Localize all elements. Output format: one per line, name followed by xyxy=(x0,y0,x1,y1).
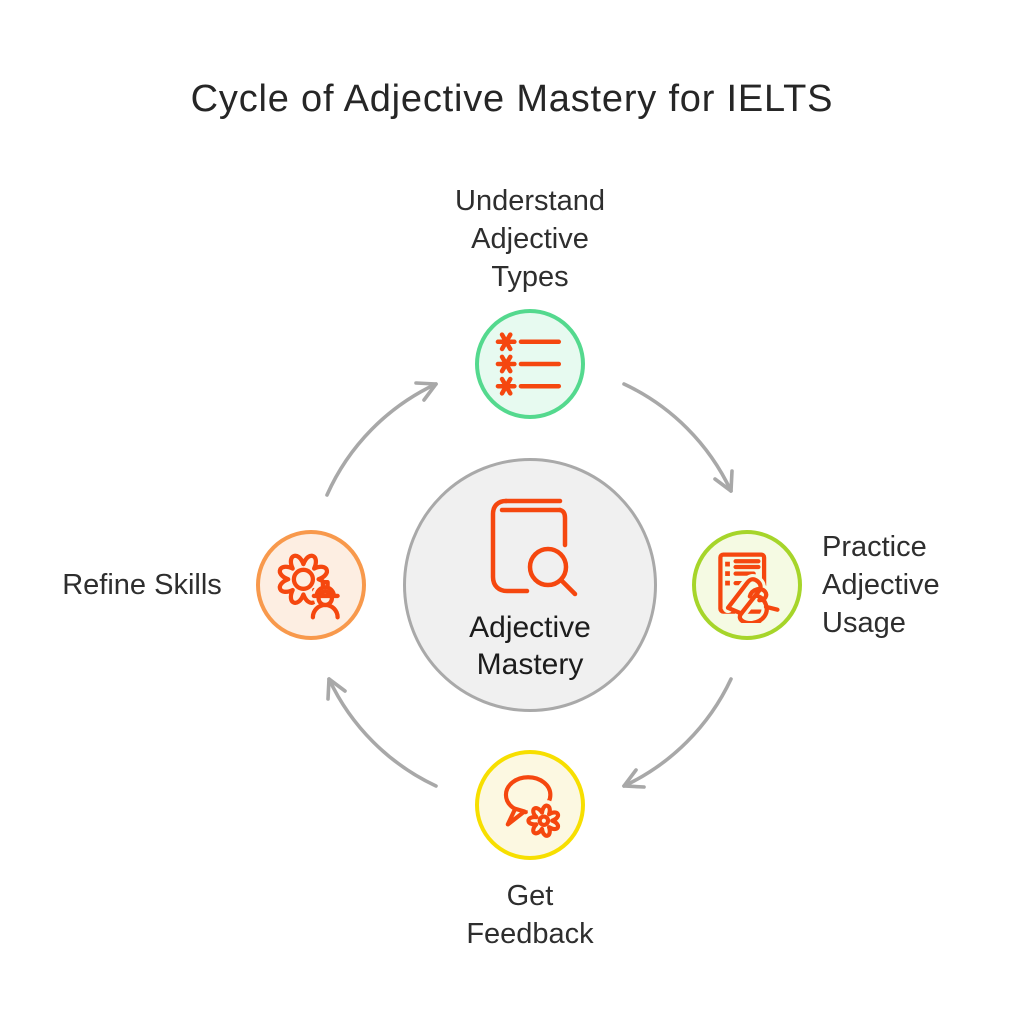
speech-bubble-gear-icon xyxy=(503,775,564,842)
node-get-feedback xyxy=(475,750,585,860)
asterisk-list-icon xyxy=(495,332,562,396)
arrow-understand-to-practice xyxy=(622,382,734,493)
node-understand-adjective-types xyxy=(475,309,585,419)
label-practice-adjective-usage: Practice Adjective Usage xyxy=(822,531,940,639)
document-writing-icon xyxy=(718,552,780,623)
page-title: Cycle of Adjective Mastery for IELTS xyxy=(190,78,834,120)
arrow-practice-to-feedback xyxy=(622,677,733,789)
arrow-feedback-to-refine xyxy=(326,677,438,788)
node-practice-adjective-usage xyxy=(692,530,802,640)
label-understand-adjective-types: Understand Adjective Types xyxy=(455,185,605,293)
center-node-label: Adjective Mastery xyxy=(469,611,591,681)
gear-worker-icon xyxy=(277,553,343,623)
label-get-feedback: Get Feedback xyxy=(466,880,594,950)
center-node-adjective-mastery: Adjective Mastery xyxy=(403,458,657,712)
label-refine-skills: Refine Skills xyxy=(62,569,222,601)
book-magnifier-icon xyxy=(490,498,578,597)
node-refine-skills xyxy=(256,530,366,640)
arrow-refine-to-understand xyxy=(325,381,438,497)
